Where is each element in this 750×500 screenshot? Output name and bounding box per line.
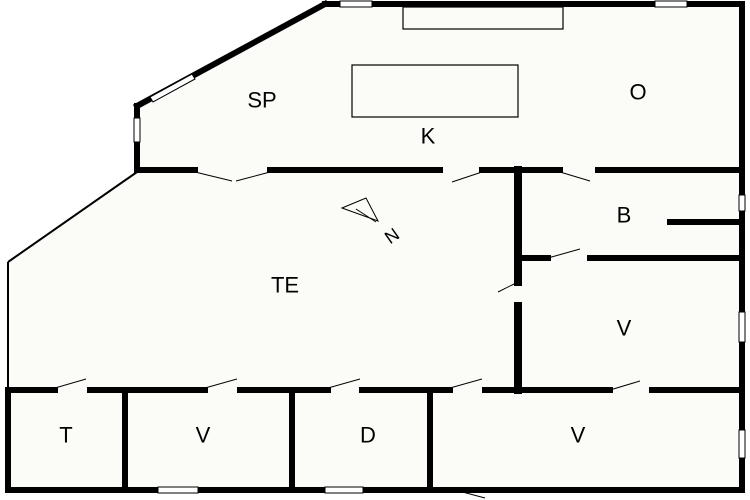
- doors: [54, 171, 641, 499]
- room-label-te: TE: [271, 273, 299, 298]
- door: [204, 378, 238, 389]
- room-label-d: D: [360, 423, 376, 448]
- window: [738, 311, 746, 343]
- interior-walls: [5, 166, 745, 493]
- windows: [133, 0, 746, 494]
- door: [559, 171, 591, 182]
- door: [449, 378, 483, 389]
- room-label-v-bottom-2: V: [571, 423, 586, 448]
- window: [738, 429, 746, 459]
- room-label-sp: SP: [247, 88, 276, 113]
- window: [157, 486, 199, 494]
- room-label-v-right: V: [617, 316, 632, 341]
- north-arrow-icon: [340, 197, 380, 222]
- kitchen-island: [351, 64, 519, 118]
- door: [547, 248, 581, 259]
- room-label-o: O: [629, 80, 646, 105]
- door: [54, 378, 87, 389]
- door: [235, 171, 271, 182]
- door: [327, 378, 361, 389]
- floor-area: [8, 4, 742, 490]
- fixtures: [351, 6, 564, 118]
- door: [194, 171, 233, 182]
- door: [497, 281, 519, 293]
- door: [454, 489, 486, 499]
- room-label-v-bottom-1: V: [196, 423, 211, 448]
- room-label-b: B: [617, 203, 632, 228]
- window: [133, 117, 141, 143]
- kitchen-counter: [402, 6, 564, 30]
- window: [654, 0, 688, 8]
- window: [324, 486, 364, 494]
- door: [451, 171, 483, 183]
- room-label-k: K: [421, 124, 436, 149]
- window: [149, 73, 196, 103]
- window: [738, 194, 746, 212]
- room-labels: SP O K B TE V T V D V: [59, 80, 646, 448]
- door: [609, 380, 641, 391]
- room-label-t: T: [59, 423, 72, 448]
- window: [339, 0, 373, 8]
